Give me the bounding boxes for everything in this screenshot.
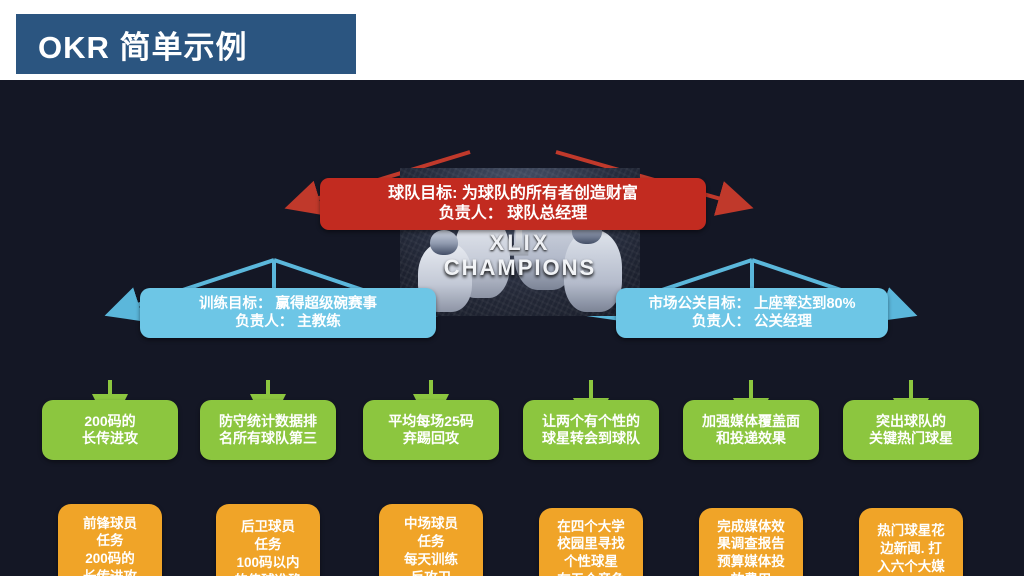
task-node-6[interactable]: 热门球星花 边新闻. 打 入六个大媒 体的热点报 道栏目 bbox=[859, 508, 963, 576]
initiative-node-3[interactable]: 平均每场25码 弃踢回攻 bbox=[363, 400, 499, 460]
key-result-node-marketing[interactable]: 市场公关目标： 上座率达到80% 负责人： 公关经理 bbox=[616, 288, 888, 338]
initiative-node-2[interactable]: 防守统计数据排 名所有球队第三 bbox=[200, 400, 336, 460]
task-node-1[interactable]: 前锋球员 任务 200码的 长传进攻 达到75% 成功率 bbox=[58, 504, 162, 576]
task-node-3[interactable]: 中场球员 任务 每天训练 反攻卫 2小时 bbox=[379, 504, 483, 576]
xlix-text: XLIX bbox=[489, 229, 551, 255]
initiative-node-4[interactable]: 让两个有个性的 球星转会到球队 bbox=[523, 400, 659, 460]
champions-text: CHAMPIONS bbox=[443, 254, 597, 280]
slide-canvas: XLIX CHAMPIONS 球队目标: 为球队的所有者创造财富 负责人： 球队… bbox=[0, 80, 1024, 576]
task-node-2[interactable]: 后卫球员 任务 100码以内 的传球准确 率达到95% bbox=[216, 504, 320, 576]
objective-node[interactable]: 球队目标: 为球队的所有者创造财富 负责人： 球队总经理 bbox=[320, 178, 706, 230]
page-title: OKR 简单示例 bbox=[38, 29, 248, 65]
key-result-node-training[interactable]: 训练目标： 赢得超级碗赛事 负责人： 主教练 bbox=[140, 288, 436, 338]
initiative-node-5[interactable]: 加强媒体覆盖面 和投递效果 bbox=[683, 400, 819, 460]
player-silhouette-4 bbox=[564, 230, 622, 312]
initiative-node-6[interactable]: 突出球队的 关键热门球星 bbox=[843, 400, 979, 460]
title-banner: OKR 简单示例 bbox=[16, 14, 356, 74]
initiative-node-1[interactable]: 200码的 长传进攻 bbox=[42, 400, 178, 460]
task-node-4[interactable]: 在四个大学 校园里寻找 个性球星 在五个竞争 球队里发掘 个性球星 bbox=[539, 508, 643, 576]
player-helmet-3 bbox=[430, 230, 458, 255]
task-node-5[interactable]: 完成媒体效 果调查报告 预算媒体投 放费用 发掘有潜质 的社交媒体 bbox=[699, 508, 803, 576]
